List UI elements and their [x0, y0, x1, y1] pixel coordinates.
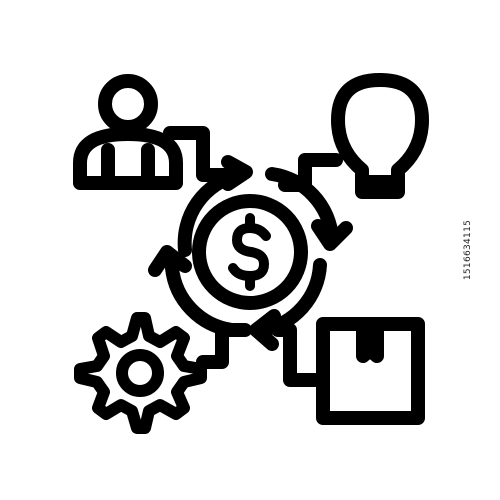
package-box-icon [316, 317, 425, 425]
dollar-coin-icon [192, 194, 308, 310]
person-connector [163, 126, 233, 182]
stock-id-label: 1516634115 [462, 219, 473, 281]
person-icon [73, 74, 183, 190]
lightbulb-icon [331, 73, 429, 199]
box-connector [271, 323, 322, 387]
gear-icon [74, 312, 207, 434]
circular-arrows-icon [148, 155, 353, 351]
